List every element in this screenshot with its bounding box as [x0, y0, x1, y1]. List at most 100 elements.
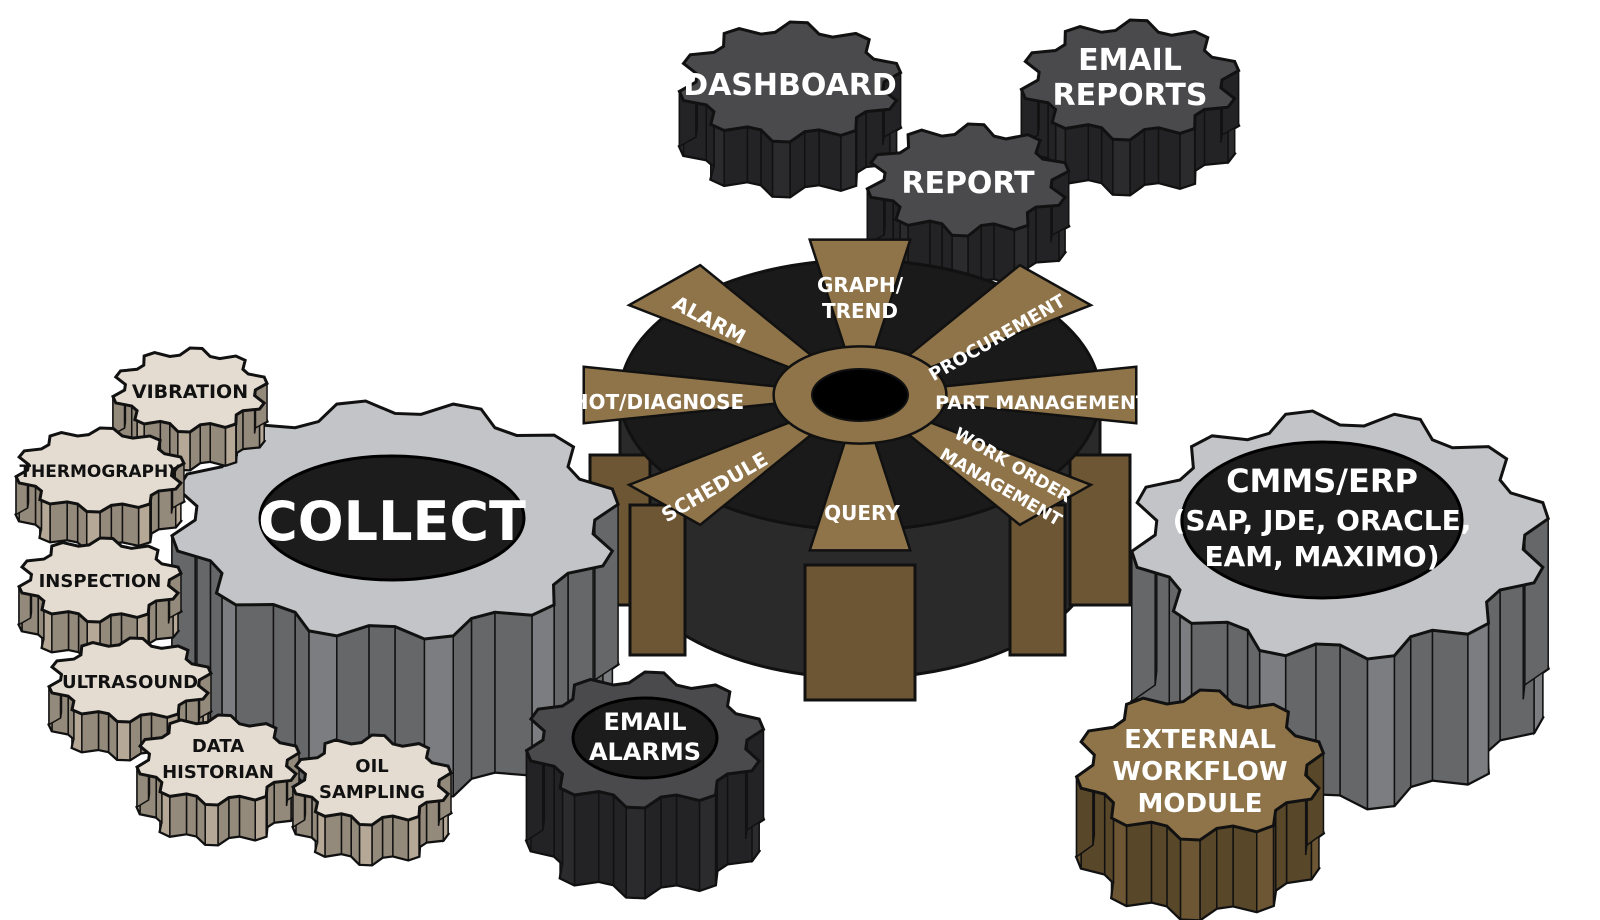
gear-side-face [1232, 825, 1258, 913]
gear-side-face [1150, 821, 1168, 908]
email-alarms-pill [571, 696, 719, 780]
gear-side-face [67, 610, 80, 653]
gear-side-face [675, 794, 701, 892]
gear-side-face [1143, 126, 1160, 186]
gear-side-face [116, 720, 131, 761]
gear-top-face [291, 733, 453, 827]
thermography-gear: THERMOGRAPHY [14, 426, 186, 552]
gear-side-face [1157, 126, 1181, 190]
oil-sampling-gear: OIL SAMPLING [291, 733, 453, 867]
center-wheel-body [582, 238, 1138, 702]
email-reports-gear: EMAIL REPORTS [1019, 18, 1241, 197]
gear-side-face [818, 128, 842, 192]
spoke-graph-trend-2: TREND [822, 299, 898, 323]
wheel-side-block [628, 503, 687, 657]
gear-side-face [1274, 801, 1288, 892]
thermography-label: THERMOGRAPHY [19, 462, 181, 482]
gear-side-face [573, 790, 600, 886]
gear-side-face [1179, 838, 1201, 920]
dashboard-label: DASHBOARD [683, 68, 897, 103]
spoke-hot-diagnose: HOT/DIAGNOSE [572, 390, 744, 414]
vibration-label: VIBRATION [132, 381, 248, 403]
gear-side-face [840, 129, 857, 192]
gear-top-face [111, 346, 269, 434]
gear-side-face [97, 710, 110, 753]
gear-side-face [381, 815, 394, 859]
gear-side-face [803, 129, 820, 188]
oil-sampling-label-1: OIL [355, 756, 388, 777]
email-alarms-label-1: EMAIL [603, 708, 686, 736]
gear-top-face [1019, 18, 1241, 142]
gear-side-face [1166, 824, 1182, 920]
cmms-label-3: EAM, MAXIMO) [1204, 540, 1439, 573]
gear-side-face [771, 140, 791, 198]
gear-side-face [199, 422, 211, 464]
collect-label: COLLECT [258, 490, 526, 553]
gear-side-face [1125, 821, 1153, 907]
data-historian-gear: DATA HISTORIAN [135, 713, 301, 847]
cmms-pill [1180, 440, 1464, 600]
spoke-query: QUERY [824, 501, 900, 525]
gear-side-face [698, 793, 717, 892]
dashboard-gear: DASHBOARD [677, 20, 903, 199]
gear-side-face [407, 815, 420, 862]
gear-side-face [340, 812, 352, 858]
gear-side-face [137, 502, 151, 547]
wheel-front-block [803, 563, 917, 702]
gear-side-face [1215, 825, 1234, 910]
gear-side-face [121, 503, 140, 547]
gear-top-face [1074, 688, 1326, 842]
gear-side-face [49, 501, 68, 543]
gear-side-face [597, 790, 615, 886]
gear-side-face [185, 792, 198, 838]
gear-side-face [1524, 517, 1549, 687]
gear-side-face [324, 812, 343, 858]
gear-side-face [228, 795, 241, 839]
gear-side-face [980, 223, 995, 282]
wheel-side-block [1068, 453, 1132, 607]
gear-side-face [1087, 123, 1103, 184]
gear-top-face [865, 122, 1071, 238]
gear-side-face [1393, 634, 1412, 808]
gear-top-face [677, 20, 903, 144]
gear-side-face [612, 793, 627, 899]
report-label: REPORT [901, 166, 1035, 201]
gear-side-face [392, 815, 410, 862]
gear-side-face [1179, 127, 1196, 190]
data-historian-label-2: HISTORIAN [162, 762, 274, 783]
center-wheel: GRAPH/ TREND ALARM PROCUREMENT HOT/DIAGN… [572, 238, 1149, 702]
gear-top-face [14, 426, 186, 514]
gear-side-face [855, 110, 867, 174]
gear-side-face [660, 794, 678, 888]
gear-side-face [1112, 138, 1131, 196]
gear-top-face [135, 713, 301, 807]
gear-side-face [238, 795, 256, 842]
spoke-part-management: PART MANAGEMENT [935, 392, 1149, 414]
cmms-label-1: CMMS/ERP [1226, 462, 1418, 500]
gear-side-face [51, 610, 70, 653]
gear-side-face [594, 502, 619, 682]
cmms-label-2: (SAP, JDE, ORACLE, [1173, 504, 1472, 537]
ultrasound-label: ULTRASOUND [62, 672, 198, 693]
collect-pill [258, 454, 526, 582]
gear-side-face [723, 125, 749, 187]
gear-side-face [1431, 629, 1469, 786]
gear-side-face [1409, 629, 1434, 788]
gear-side-face [746, 125, 762, 186]
gear-side-face [66, 500, 79, 543]
gear-side-face [1255, 824, 1275, 913]
gear-side-face [1199, 826, 1218, 920]
gear-side-face [209, 422, 227, 467]
external-workflow-label-1: EXTERNAL [1124, 725, 1276, 755]
oil-sampling-label-2: SAMPLING [319, 782, 425, 803]
gear-side-face [470, 611, 496, 780]
external-workflow-label-3: MODULE [1138, 789, 1263, 819]
email-alarms-gear: EMAIL ALARMS [524, 670, 766, 900]
gear-side-face [1194, 108, 1206, 172]
spoke-graph-trend-1: GRAPH/ [817, 273, 904, 297]
gear-side-face [644, 795, 662, 900]
gear-side-face [716, 772, 729, 873]
external-workflow-gear: EXTERNAL WORKFLOW MODULE [1074, 688, 1326, 920]
gear-top-face [17, 536, 183, 624]
